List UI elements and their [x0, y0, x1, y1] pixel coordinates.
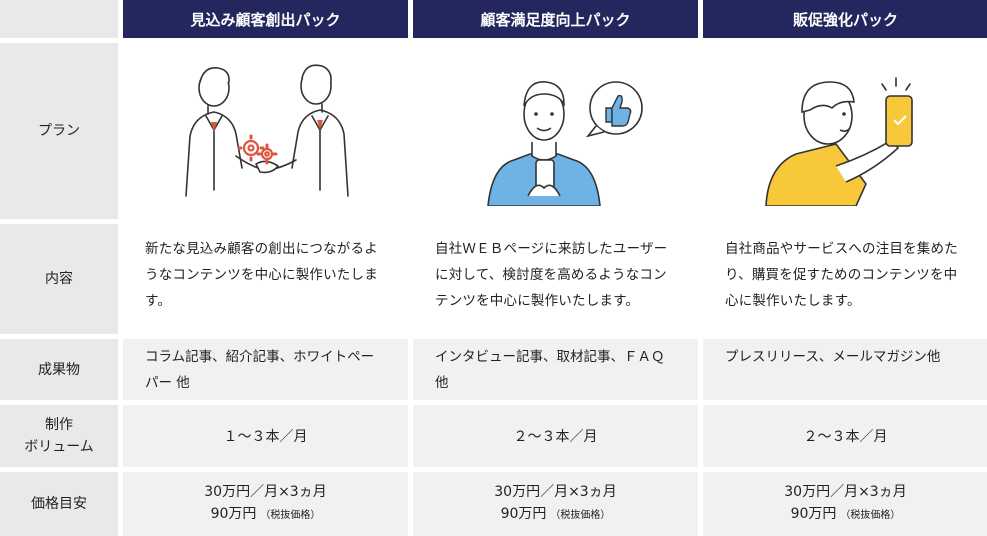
- price-total-line: 90万円（税抜価格）: [501, 503, 611, 527]
- row-label-volume-line2: ボリューム: [24, 439, 94, 455]
- price-total: 90万円: [210, 506, 257, 522]
- price-monthly: 30万円／月×3ヵ月: [204, 484, 327, 500]
- plan-image-lead-generation: [123, 43, 408, 219]
- plan-image-sales-promotion: [703, 43, 987, 219]
- plan-image-customer-satisfaction: [413, 43, 698, 219]
- row-label-deliverables: 成果物: [0, 339, 118, 400]
- price-monthly: 30万円／月×3ヵ月: [494, 484, 617, 500]
- row-label-content: 内容: [0, 224, 118, 334]
- handshake-illustration: [184, 64, 349, 197]
- row-label-volume-line1: 制作: [45, 417, 73, 433]
- price-sales-promotion: 30万円／月×3ヵ月 90万円（税抜価格）: [703, 472, 987, 536]
- price-lead-generation: 30万円／月×3ヵ月 90万円（税抜価格）: [123, 472, 408, 536]
- row-label-volume: 制作 ボリューム: [0, 405, 118, 467]
- corner-cell: [0, 0, 118, 38]
- smartphone-pointing-illustration: [764, 77, 913, 206]
- price-customer-satisfaction: 30万円／月×3ヵ月 90万円（税抜価格）: [413, 472, 698, 536]
- price-note: （税抜価格）: [840, 510, 901, 521]
- price-total-line: 90万円（税抜価格）: [791, 503, 901, 527]
- header-sales-promotion: 販促強化パック: [703, 0, 987, 38]
- header-lead-generation: 見込み顧客創出パック: [123, 0, 408, 38]
- volume-lead-generation: １〜３本／月: [123, 405, 408, 467]
- content-lead-generation: 新たな見込み顧客の創出につながるようなコンテンツを中心に製作いたします。: [123, 224, 408, 334]
- price-total-line: 90万円（税抜価格）: [211, 503, 321, 527]
- deliverables-sales-promotion: プレスリリース、メールマガジン他: [703, 339, 987, 400]
- price-note: （税抜価格）: [550, 510, 611, 521]
- price-monthly: 30万円／月×3ヵ月: [784, 484, 907, 500]
- thumbs-up-illustration: [486, 81, 643, 206]
- content-sales-promotion: 自社商品やサービスへの注目を集めたり、購買を促すためのコンテンツを中心に製作いた…: [703, 224, 987, 334]
- deliverables-lead-generation: コラム記事、紹介記事、ホワイトペーパー 他: [123, 339, 408, 400]
- volume-sales-promotion: ２〜３本／月: [703, 405, 987, 467]
- row-label-price: 価格目安: [0, 472, 118, 536]
- content-customer-satisfaction: 自社ＷＥＢページに来訪したユーザーに対して、検討度を高めるようなコンテンツを中心…: [413, 224, 698, 334]
- row-label-plan: プラン: [0, 43, 118, 219]
- price-note: （税抜価格）: [260, 510, 321, 521]
- volume-customer-satisfaction: ２〜３本／月: [413, 405, 698, 467]
- price-total: 90万円: [790, 506, 837, 522]
- deliverables-customer-satisfaction: インタビュー記事、取材記事、ＦＡＱ他: [413, 339, 698, 400]
- price-total: 90万円: [500, 506, 547, 522]
- header-customer-satisfaction: 顧客満足度向上パック: [413, 0, 698, 38]
